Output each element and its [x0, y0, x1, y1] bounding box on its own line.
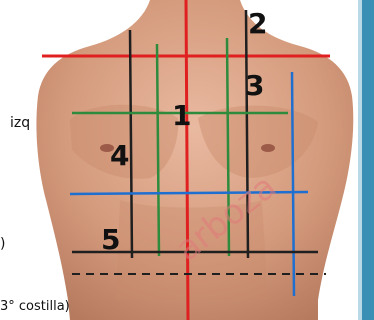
region-label-1: 1 [172, 99, 192, 132]
region-label-2: 2 [248, 7, 268, 40]
midline [184, 0, 190, 320]
nipple-left [100, 144, 114, 152]
torso [36, 0, 354, 320]
region-label-3: 3 [245, 69, 265, 102]
bottom-caption: 3° costilla) [0, 299, 70, 314]
frame-bar [362, 0, 374, 320]
midclavicular-line-left [155, 43, 161, 257]
region-label-5: 5 [101, 223, 121, 256]
costal-line [69, 190, 309, 196]
frame-bar-shadow [358, 0, 362, 320]
nipple-right [261, 144, 275, 152]
pectoral-shading-left [70, 104, 179, 179]
side-label-izq: izq [10, 115, 31, 131]
region-label-4: 4 [110, 139, 130, 172]
parasternal-line-right [244, 9, 250, 259]
midclavicular-line-right [225, 37, 231, 257]
left-paren-text: ) [0, 236, 5, 252]
parasternal-line-left [128, 29, 134, 259]
axillary-line [290, 71, 296, 297]
